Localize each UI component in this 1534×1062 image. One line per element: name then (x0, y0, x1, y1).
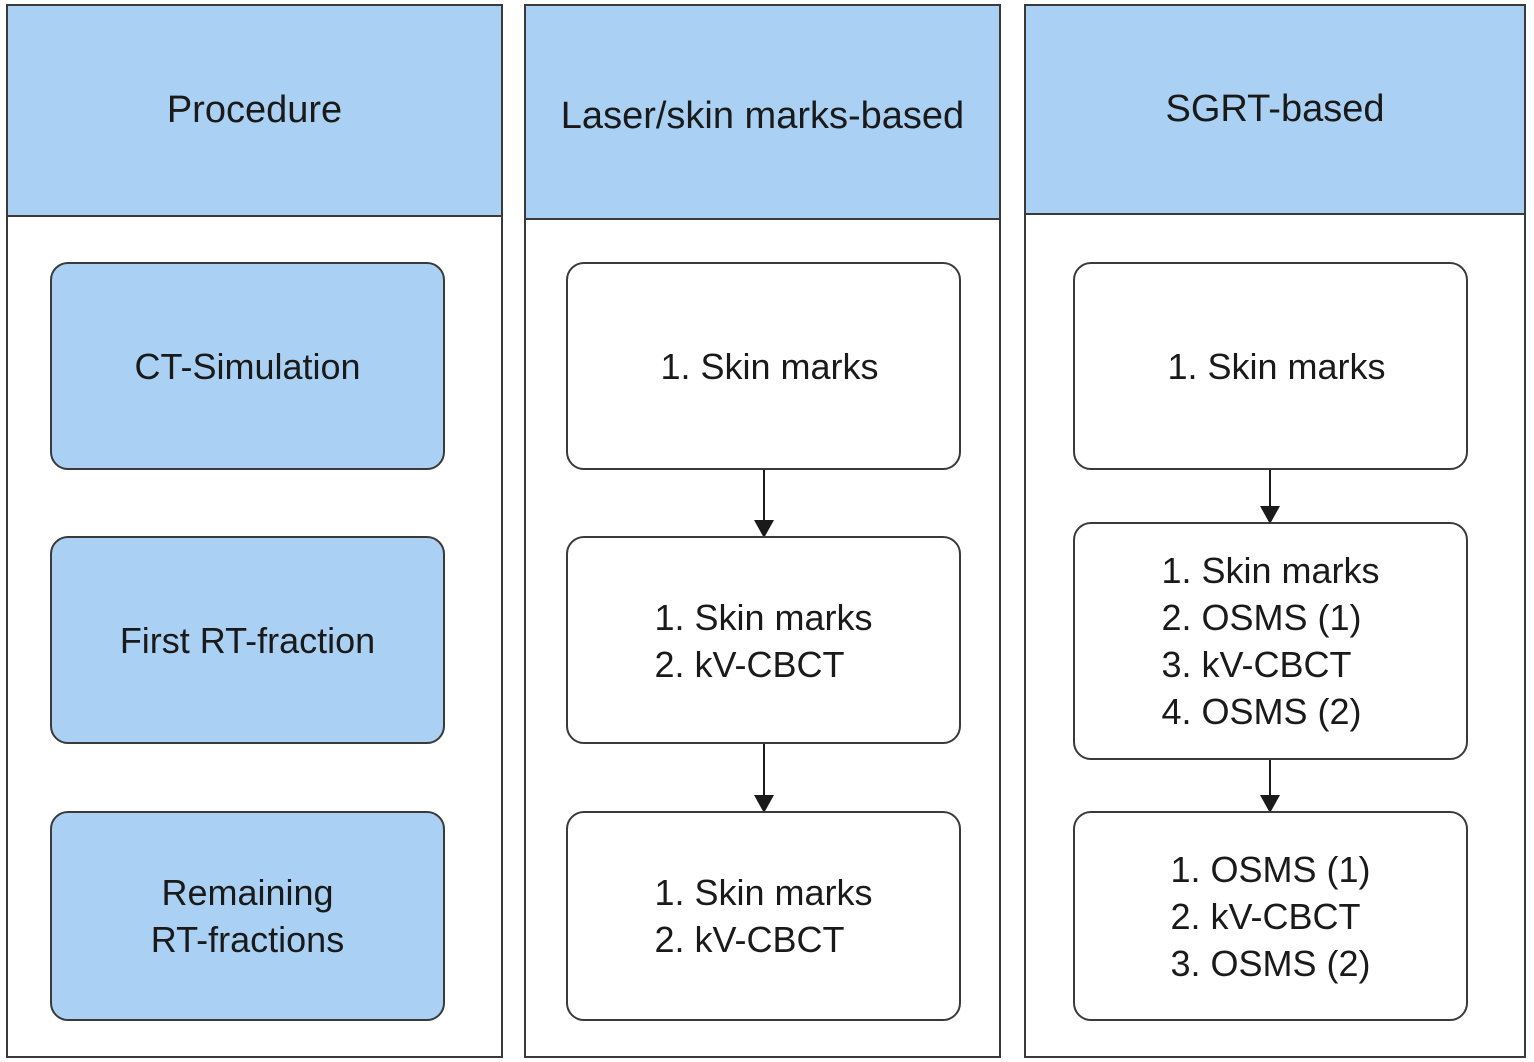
list-item: 1. Skin marks (660, 345, 879, 387)
list-item: 1. Skin marks (1167, 345, 1386, 387)
arrow-down-icon (754, 470, 774, 538)
stage-remaining-line-1: Remaining (161, 872, 334, 913)
sgrt-step-remaining-fractions: 1. OSMS (1) 2. kV-CBCT 3. OSMS (2) (1073, 811, 1468, 1021)
list-item: 1. Skin marks (654, 597, 873, 638)
stage-remaining-line-2: RT-fractions (150, 919, 345, 960)
laser-column: Laser/skin marks-based 1. Skin marks 1. … (524, 4, 1001, 1058)
stage-remaining-rt-fractions: Remaining RT-fractions (50, 811, 445, 1021)
list-item: 4. OSMS (2) (1161, 691, 1362, 732)
list-item: 2. kV-CBCT (1170, 895, 1361, 937)
sgrt-step-ct-sim: 1. Skin marks (1073, 262, 1468, 470)
list-item: 3. OSMS (2) (1170, 942, 1371, 984)
list-item: 2. kV-CBCT (654, 644, 845, 685)
list-item: 1. Skin marks (1161, 550, 1380, 591)
procedure-header: Procedure (8, 6, 501, 217)
laser-step-remaining-fractions: 1. Skin marks 2. kV-CBCT (566, 811, 961, 1021)
arrow-down-icon (754, 744, 774, 813)
laser-header: Laser/skin marks-based (526, 6, 999, 220)
stage-ct-simulation: CT-Simulation (50, 262, 445, 470)
laser-step-ct-sim: 1. Skin marks (566, 262, 961, 470)
sgrt-step-first-fraction: 1. Skin marks 2. OSMS (1) 3. kV-CBCT 4. … (1073, 522, 1468, 760)
list-item: 1. OSMS (1) (1170, 848, 1371, 890)
arrow-down-icon (1260, 470, 1280, 524)
sgrt-column: SGRT-based 1. Skin marks 1. Skin marks 2… (1024, 4, 1526, 1058)
arrow-down-icon (1260, 760, 1280, 813)
list-item: 2. OSMS (1) (1161, 597, 1362, 638)
stage-first-rt-fraction: First RT-fraction (50, 536, 445, 744)
list-item: 3. kV-CBCT (1161, 644, 1352, 685)
procedure-column: Procedure CT-Simulation First RT-fractio… (6, 4, 503, 1058)
list-item: 1. Skin marks (654, 872, 873, 913)
sgrt-header: SGRT-based (1026, 6, 1524, 215)
laser-step-first-fraction: 1. Skin marks 2. kV-CBCT (566, 536, 961, 744)
list-item: 2. kV-CBCT (654, 919, 845, 960)
